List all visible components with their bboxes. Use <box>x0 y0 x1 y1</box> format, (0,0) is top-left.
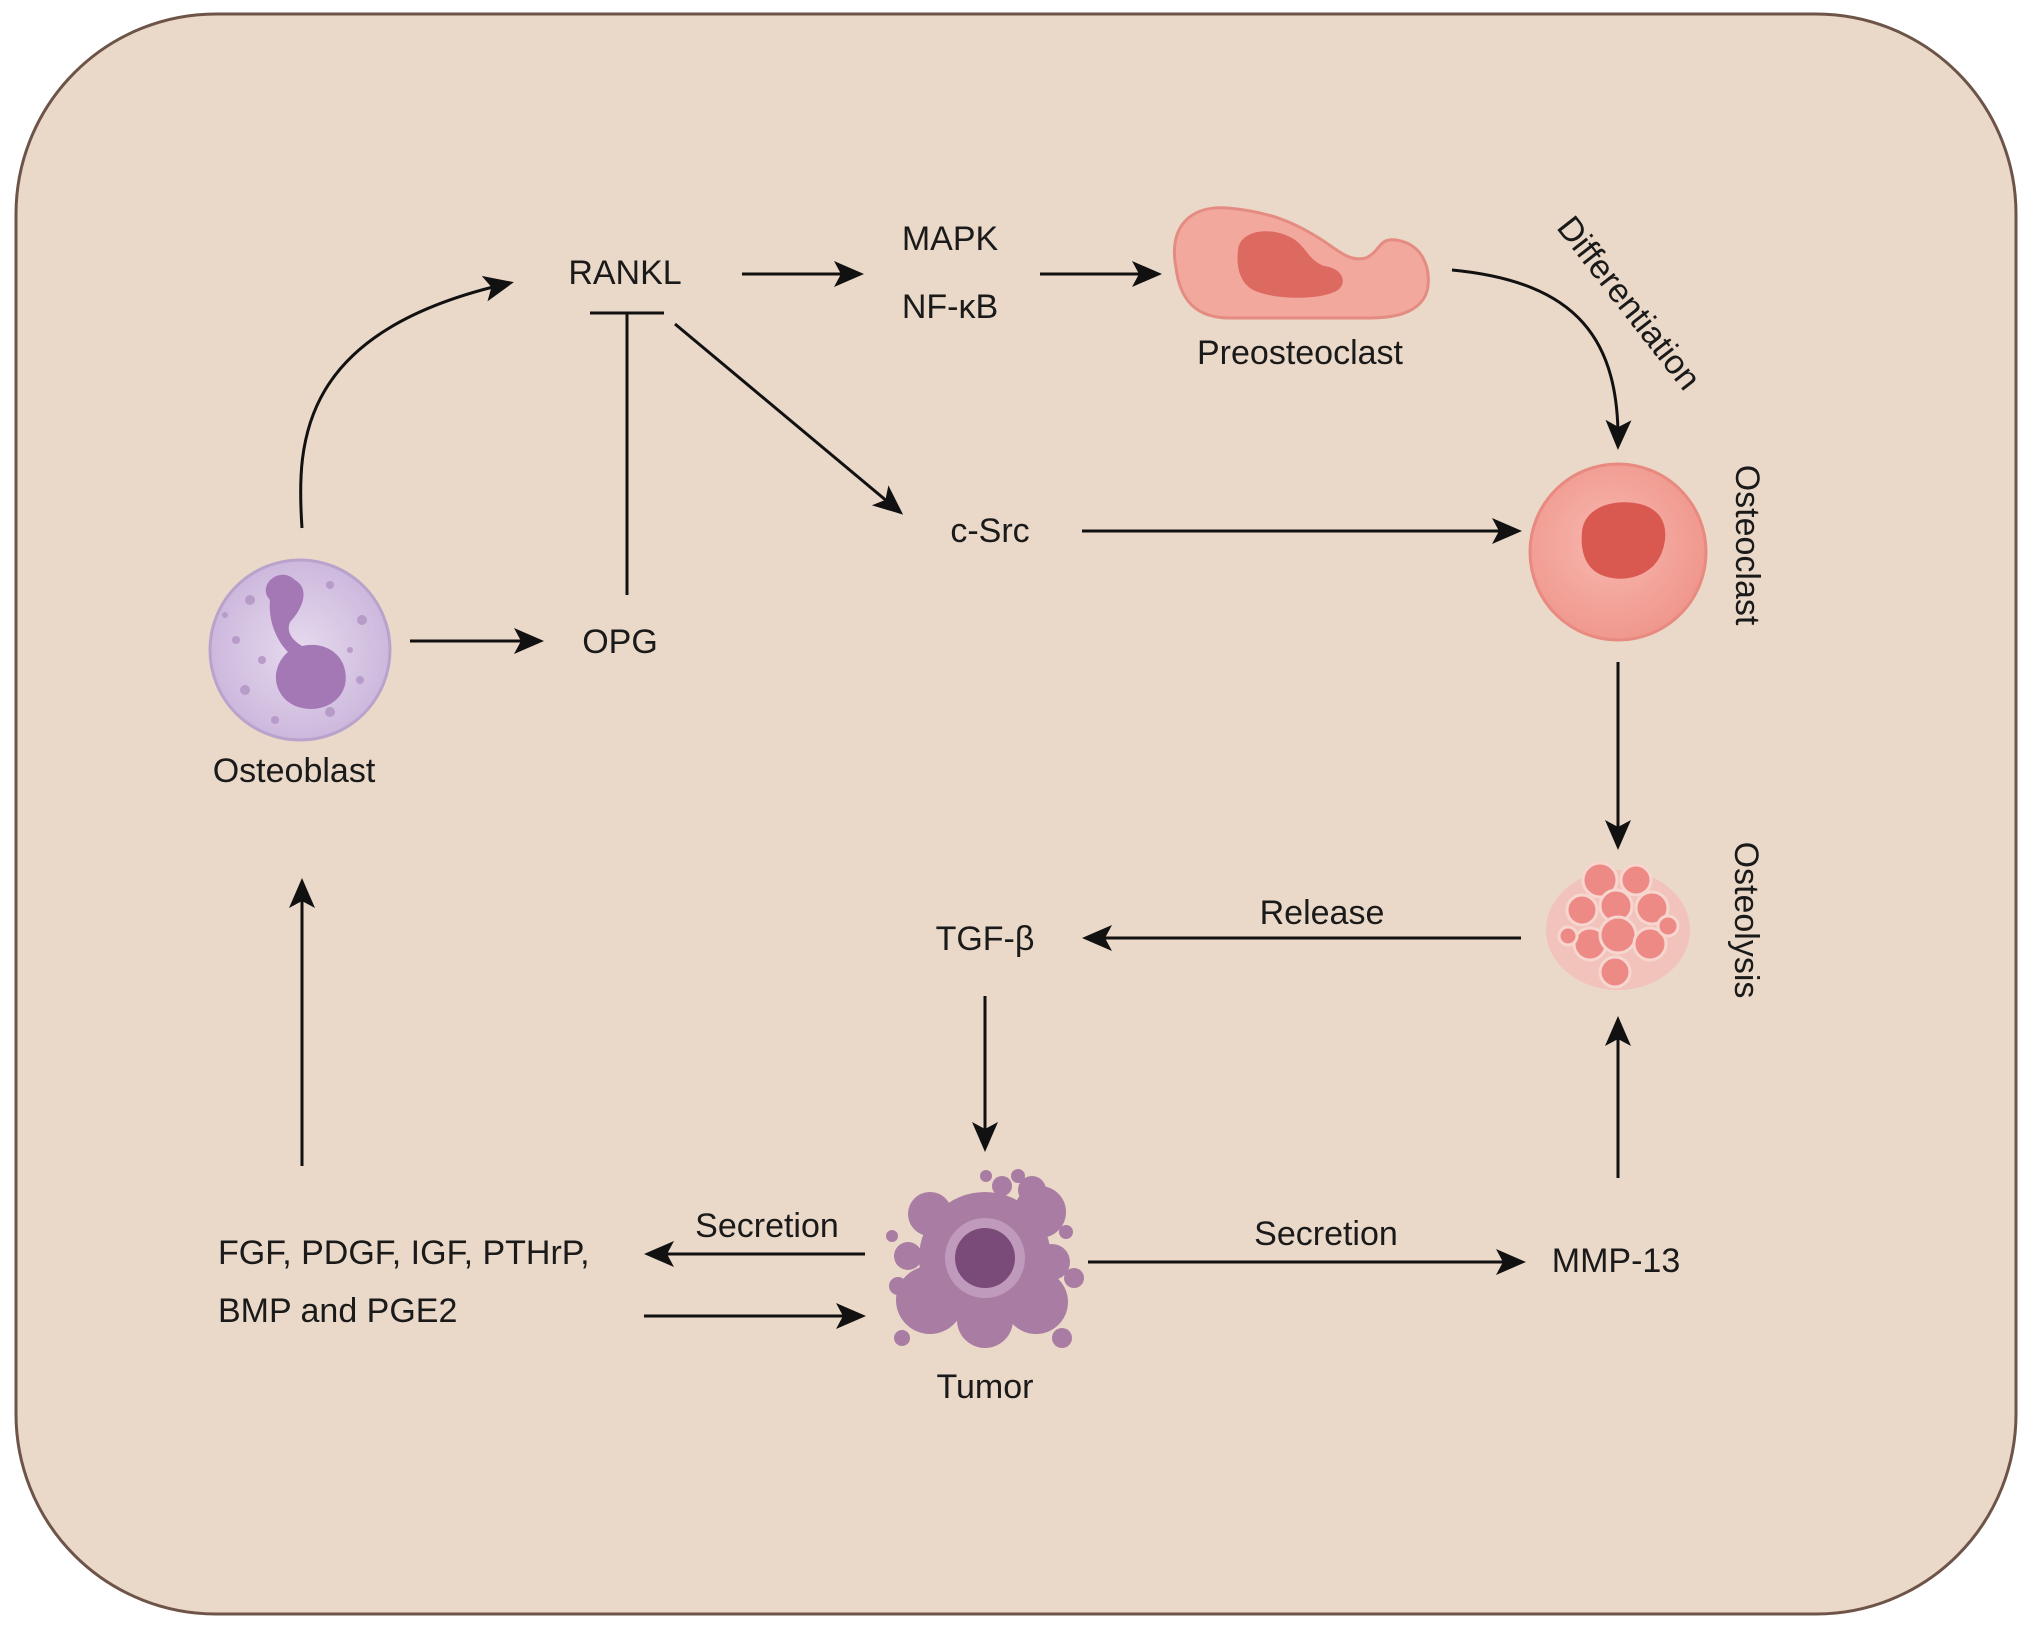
osteoclast-label: Osteoclast <box>1728 465 1766 626</box>
mmp13-label: MMP-13 <box>1552 1242 1680 1280</box>
osteoclast-cell-icon <box>1528 462 1708 642</box>
csrc-label: c-Src <box>950 512 1029 550</box>
secretion-left-label: Secretion <box>695 1207 839 1245</box>
growth-factors-line1: FGF, PDGF, IGF, PTHrP, <box>218 1234 590 1272</box>
release-label: Release <box>1260 894 1385 932</box>
connectors <box>289 261 1632 1329</box>
tumor-label: Tumor <box>937 1368 1034 1406</box>
osteoblast-label: Osteoblast <box>213 752 376 790</box>
background-panel <box>14 12 2018 1616</box>
mapk-label: MAPK <box>902 220 999 258</box>
tgfb-label: TGF-β <box>936 920 1035 958</box>
osteolysis-label: Osteolysis <box>1727 842 1765 999</box>
tumor-cell-icon <box>886 1169 1084 1348</box>
preosteoclast-label: Preosteoclast <box>1197 334 1404 372</box>
osteolysis-cluster-icon <box>1546 861 1690 990</box>
opg-label: OPG <box>582 623 658 661</box>
arrow-differentiation <box>1451 268 1632 450</box>
nfkb-label: NF-κB <box>902 288 998 326</box>
arrow-rankl-to-csrc <box>674 322 904 515</box>
secretion-right-label: Secretion <box>1254 1215 1398 1253</box>
rankl-label: RANKL <box>568 254 681 292</box>
osteoblast-cell-icon <box>208 558 392 742</box>
arrow-osteoblast-to-rankl <box>299 276 514 529</box>
preosteoclast-cell-icon <box>1173 206 1430 320</box>
labels: RANKL MAPK NF-κB Preosteoclast Different… <box>213 209 1766 1406</box>
growth-factors-line2: BMP and PGE2 <box>218 1292 457 1330</box>
